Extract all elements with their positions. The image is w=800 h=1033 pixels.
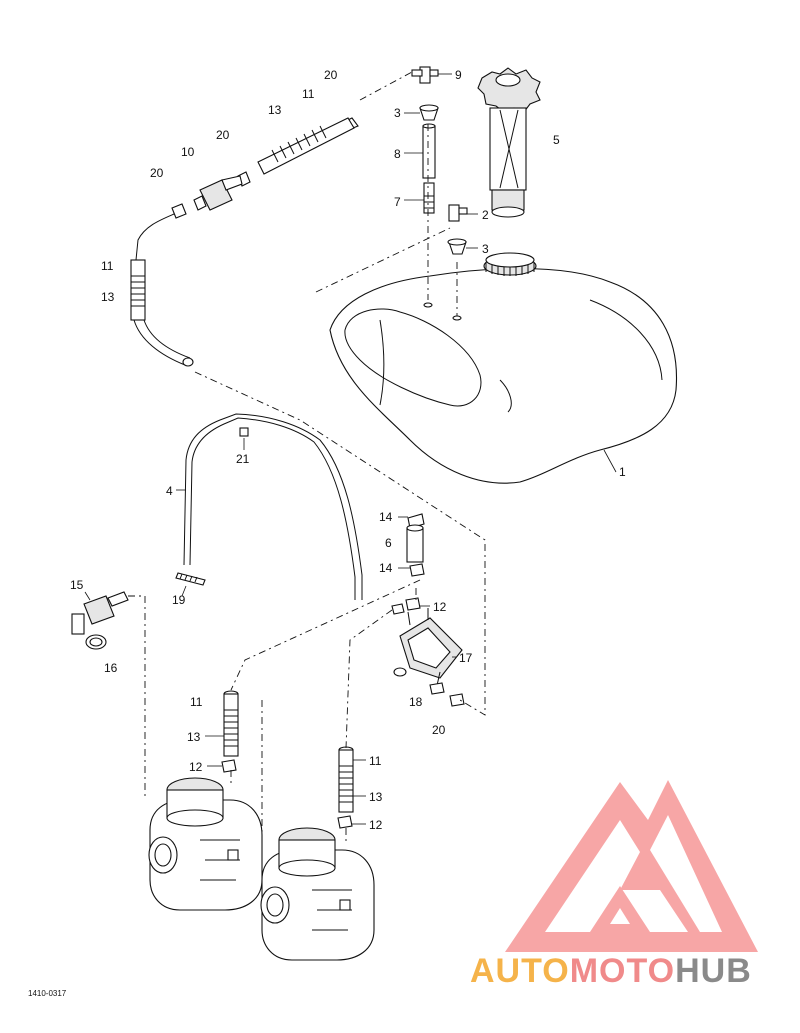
callout-12: 12: [189, 760, 203, 774]
routing-lines: [128, 71, 486, 860]
callout-13: 13: [369, 790, 383, 804]
callout-11: 11: [302, 87, 315, 101]
fuel-gauge-sender: [477, 67, 541, 218]
callout-3: 3: [394, 106, 401, 120]
drawing-code: 1410-0317: [28, 989, 67, 998]
callout-4: 4: [166, 484, 173, 498]
watermark-logo: [505, 780, 758, 952]
callout-2: 2: [482, 208, 489, 222]
callout-10: 10: [181, 145, 195, 159]
callout-13: 13: [101, 290, 115, 304]
primer-bulb: [71, 591, 129, 650]
callout-7: 7: [394, 195, 401, 209]
callout-8: 8: [394, 147, 401, 161]
callout-9: 9: [455, 68, 462, 82]
watermark-auto: AUTO: [470, 952, 570, 990]
fuel-pump: [391, 513, 465, 707]
vent-fittings: [411, 66, 468, 255]
callout-14: 14: [379, 561, 393, 575]
callout-15: 15: [70, 578, 84, 592]
watermark-text: AUTOMOTOHUB: [470, 952, 752, 990]
callout-20: 20: [324, 68, 338, 82]
callout-1: 1: [619, 465, 626, 479]
callout-19: 19: [172, 593, 186, 607]
callout-16: 16: [104, 661, 118, 675]
callout-21: 21: [236, 452, 250, 466]
watermark-moto: MOTO: [570, 952, 675, 990]
callout-11: 11: [369, 754, 382, 768]
fuel-tank: [329, 252, 678, 484]
callout-18: 18: [409, 695, 423, 709]
carburetor-right: [260, 827, 375, 961]
callout-6: 6: [385, 536, 392, 550]
callout-20: 20: [216, 128, 230, 142]
callout-13: 13: [187, 730, 201, 744]
primer-line: [175, 413, 363, 600]
carburetor-left: [148, 777, 263, 911]
callout-20: 20: [432, 723, 446, 737]
callout-labels: 9 20 3 11 5 13 20 8 10 20 7 2 3 11 13 1 …: [28, 68, 626, 998]
callout-3: 3: [482, 242, 489, 256]
callout-11: 11: [101, 259, 114, 273]
callout-12: 12: [369, 818, 383, 832]
callout-17: 17: [459, 651, 473, 665]
callout-20: 20: [150, 166, 164, 180]
upper-hose-assembly: [130, 117, 359, 367]
leader-lines: [84, 73, 617, 825]
callout-13: 13: [268, 103, 282, 117]
callout-5: 5: [553, 133, 560, 147]
watermark-hub: HUB: [675, 952, 752, 990]
callout-14: 14: [379, 510, 393, 524]
callout-12: 12: [433, 600, 447, 614]
callout-11: 11: [190, 695, 203, 709]
